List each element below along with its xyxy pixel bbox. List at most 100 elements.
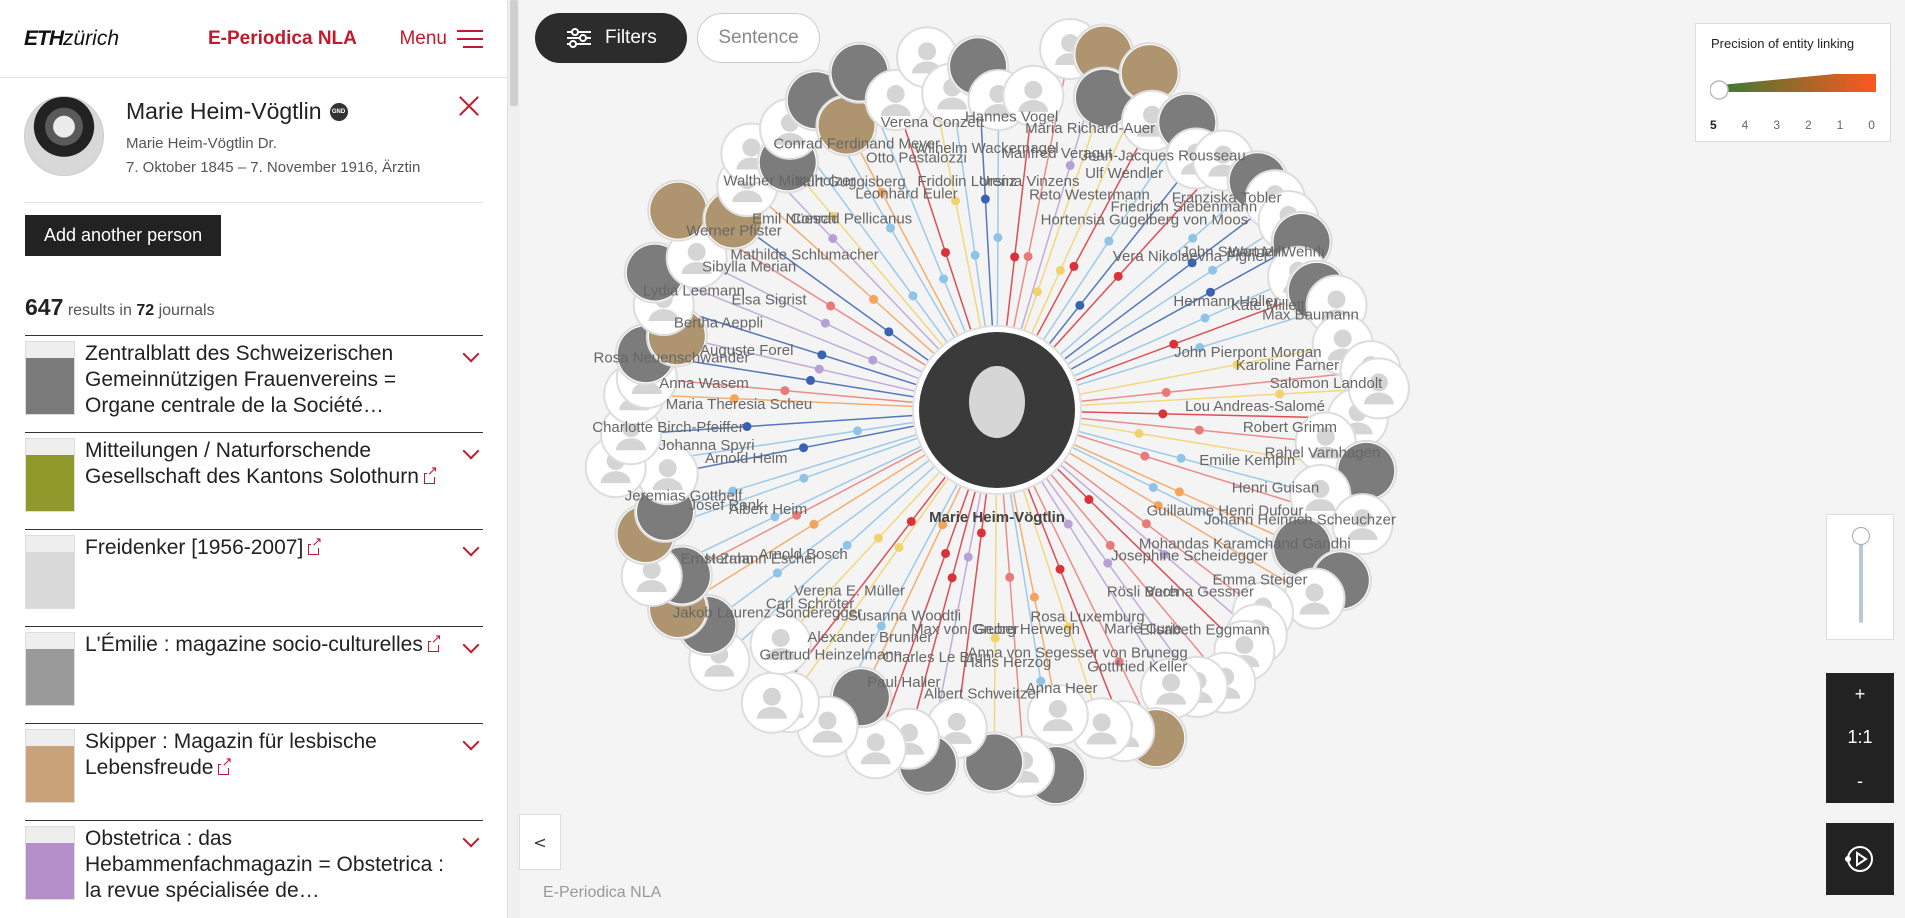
chevron-down-icon[interactable]: [462, 830, 480, 848]
person-label: Bertha Aeppli: [674, 315, 763, 332]
scrollbar-thumb[interactable]: [510, 0, 518, 106]
journal-item[interactable]: Mitteilungen / Naturforschende Gesellsch…: [25, 432, 483, 529]
close-icon[interactable]: [457, 94, 481, 118]
person-label: Auguste Forel: [700, 342, 793, 359]
animate-button[interactable]: [1826, 823, 1894, 895]
sentence-button[interactable]: Sentence: [697, 13, 820, 63]
zoom-out-button[interactable]: -: [1857, 770, 1863, 791]
journal-item[interactable]: Obstetrica : das Hebammenfachmagazin = O…: [25, 820, 483, 917]
edge-dot: [828, 234, 838, 244]
person-label: Werner Pfister: [686, 223, 782, 240]
user-icon-body: [648, 309, 679, 322]
user-icon: [1311, 479, 1330, 498]
top-bar: ETHzürich E-Periodica NLA Menu: [0, 0, 507, 78]
edge-dot: [1103, 558, 1113, 568]
journal-title[interactable]: Obstetrica : das Hebammenfachmagazin = O…: [85, 826, 445, 917]
chevron-down-icon[interactable]: [462, 733, 480, 751]
person-label: Arnold Bosch: [759, 546, 848, 563]
brand-link[interactable]: E-Periodica NLA: [208, 27, 357, 49]
add-person-button[interactable]: Add another person: [25, 215, 222, 256]
user-icon-body: [1347, 528, 1378, 541]
eth-logo[interactable]: ETHzürich: [24, 26, 120, 50]
edge-dot: [728, 486, 738, 496]
journal-cover: [25, 341, 75, 415]
person-label: Arnold Heim: [705, 450, 788, 467]
person-label: Karoline Farner: [1236, 357, 1339, 374]
person-avatar: [24, 96, 104, 176]
external-link-icon[interactable]: [423, 464, 438, 484]
journals-count: 72: [136, 302, 155, 319]
person-label: Rahel Varnhagen: [1265, 445, 1381, 462]
portrait-thumbnail: [650, 182, 707, 239]
journal-title[interactable]: Mitteilungen / Naturforschende Gesellsch…: [85, 438, 445, 529]
edge-dot: [1275, 389, 1285, 399]
journal-title[interactable]: L'Émilie : magazine socio-culturelles: [85, 632, 445, 723]
footer-credit: E-Periodica NLA: [543, 884, 662, 901]
edge-dot: [809, 519, 819, 529]
edge-dot: [1194, 425, 1204, 435]
person-label: Verena E. Müller: [794, 582, 905, 599]
gnd-icon[interactable]: GND: [329, 102, 348, 121]
chevron-down-icon[interactable]: [462, 636, 480, 654]
panel-scrollbar[interactable]: [508, 0, 520, 918]
chevron-down-icon[interactable]: [462, 345, 480, 363]
person-label: Anna Heer: [1026, 680, 1098, 697]
chevron-down-icon[interactable]: [462, 539, 480, 557]
edge-dot: [799, 473, 809, 483]
journal-cover: [25, 632, 75, 706]
user-icon-body: [860, 752, 891, 765]
journal-item[interactable]: Freidenker [1956-2007]: [25, 529, 483, 626]
person-label: Reto Westermann: [1029, 186, 1150, 203]
edge-dot: [1069, 261, 1079, 271]
journal-title[interactable]: Freidenker [1956-2007]: [85, 535, 445, 626]
edge-dot: [976, 528, 986, 538]
edge-dot: [729, 394, 739, 404]
external-link-icon[interactable]: [427, 632, 442, 652]
person-label: Gertrud Heinzelmann: [760, 646, 903, 663]
person-label: Friedrich Siebenmann: [1111, 198, 1258, 215]
legend-scale-tick: 2: [1804, 118, 1812, 132]
legend-slider-knob[interactable]: [1710, 80, 1729, 100]
user-icon: [1316, 427, 1335, 446]
filters-button[interactable]: Filters: [535, 13, 687, 63]
person-label: Georg Herwegh: [974, 621, 1080, 638]
journal-item[interactable]: Zentralblatt des Schweizerischen Gemeinn…: [25, 335, 483, 432]
legend-scale-tick: 1: [1836, 118, 1844, 132]
collapse-panel-button[interactable]: <: [519, 814, 561, 870]
person-label: Walther Mittelholzer: [723, 173, 855, 190]
external-link-icon[interactable]: [307, 535, 323, 555]
threshold-slider[interactable]: [1826, 514, 1894, 640]
graph-nodes[interactable]: [584, 18, 1410, 807]
person-label: Emil Nüesch: [752, 211, 836, 228]
left-panel: ETHzürich E-Periodica NLA Menu Marie Hei…: [0, 0, 508, 918]
journal-item[interactable]: Skipper : Magazin für lesbische Lebensfr…: [25, 723, 483, 820]
person-label: Rosa Luxemburg: [1030, 608, 1144, 625]
edge-dot: [1141, 519, 1151, 529]
user-icon-body: [756, 706, 787, 719]
user-icon: [866, 733, 885, 752]
results-summary: 647 results in 72 journals: [25, 294, 507, 321]
person-label: Paul Haller: [867, 674, 940, 691]
edge-dot: [1148, 482, 1158, 492]
chevron-down-icon[interactable]: [462, 442, 480, 460]
edge-dot: [1063, 519, 1073, 529]
person-label: Salomon Landolt: [1270, 375, 1383, 392]
portrait-thumbnail: [1075, 69, 1132, 126]
zoom-in-button[interactable]: +: [1854, 684, 1866, 705]
slider-knob[interactable]: [1852, 527, 1870, 545]
user-icon: [818, 711, 837, 730]
menu-button[interactable]: Menu: [399, 24, 483, 54]
journal-title[interactable]: Skipper : Magazin für lesbische Lebensfr…: [85, 729, 445, 820]
journal-title[interactable]: Zentralblatt des Schweizerischen Gemeinn…: [85, 341, 445, 432]
journal-item[interactable]: L'Émilie : magazine socio-culturelles: [25, 626, 483, 723]
slider-track[interactable]: [1859, 535, 1863, 623]
zoom-reset-button[interactable]: 1:1: [1847, 727, 1873, 748]
person-label: Werner Wehrli: [1229, 244, 1324, 261]
external-link-icon[interactable]: [217, 755, 233, 775]
person-label: Conrad Pellicanus: [790, 211, 912, 228]
person-card: Marie Heim-Vögtlin GND Marie Heim-Vögtli…: [0, 78, 507, 202]
person-label: Wilhelm Wackernagel: [914, 140, 1059, 157]
user-icon: [1235, 635, 1254, 654]
